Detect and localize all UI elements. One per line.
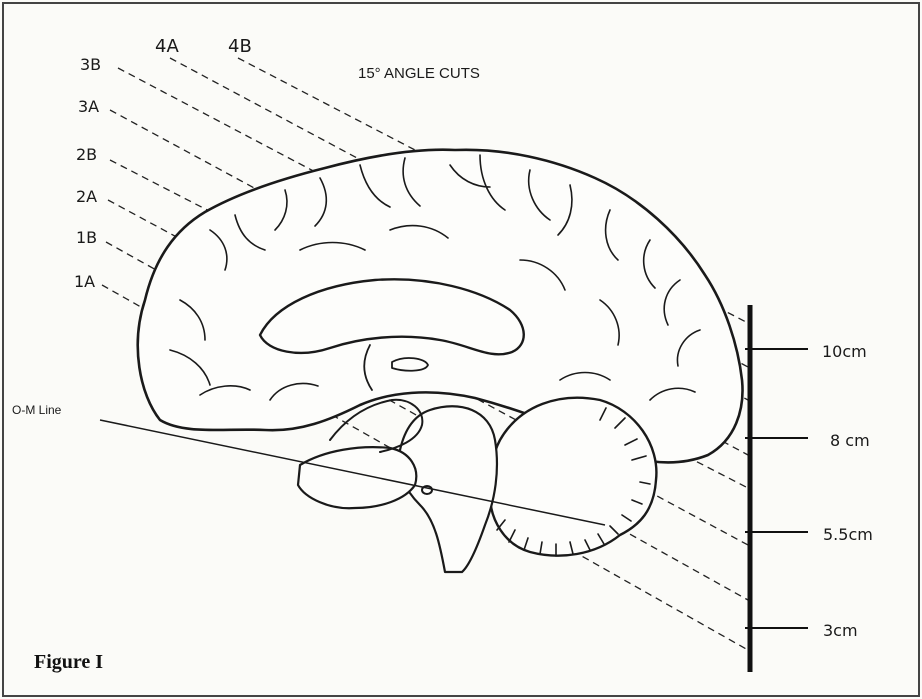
temporal-lobe <box>298 447 416 508</box>
scale-bar <box>745 305 808 672</box>
cut-label-4a: 4A <box>155 36 179 57</box>
brainstem <box>399 406 497 572</box>
cut-label-3b: 3B <box>80 55 101 74</box>
cut-label-3a: 3A <box>78 97 99 116</box>
brain-sagittal-drawing <box>138 150 743 572</box>
cut-label-1a: 1A <box>74 272 95 291</box>
scale-label-8cm: 8 cm <box>830 431 870 450</box>
cut-labels: 3B 3A 2B 2A 1B 1A <box>74 55 101 291</box>
cut-label-4b: 4B <box>228 36 252 57</box>
scale-label-10cm: 10cm <box>822 342 867 361</box>
figure-title: 15° ANGLE CUTS <box>358 65 480 82</box>
figure-caption: Figure I <box>34 651 103 673</box>
cut-label-2b: 2B <box>76 145 97 164</box>
scale-label-3cm: 3cm <box>823 621 858 640</box>
cut-label-1b: 1B <box>76 228 97 247</box>
cut-label-2a: 2A <box>76 187 97 206</box>
om-line-label: O-M Line <box>12 403 62 417</box>
cerebellum <box>490 398 656 556</box>
scale-labels: 10cm 8 cm 5.5cm 3cm <box>822 342 873 640</box>
scale-label-5-5cm: 5.5cm <box>823 525 873 544</box>
